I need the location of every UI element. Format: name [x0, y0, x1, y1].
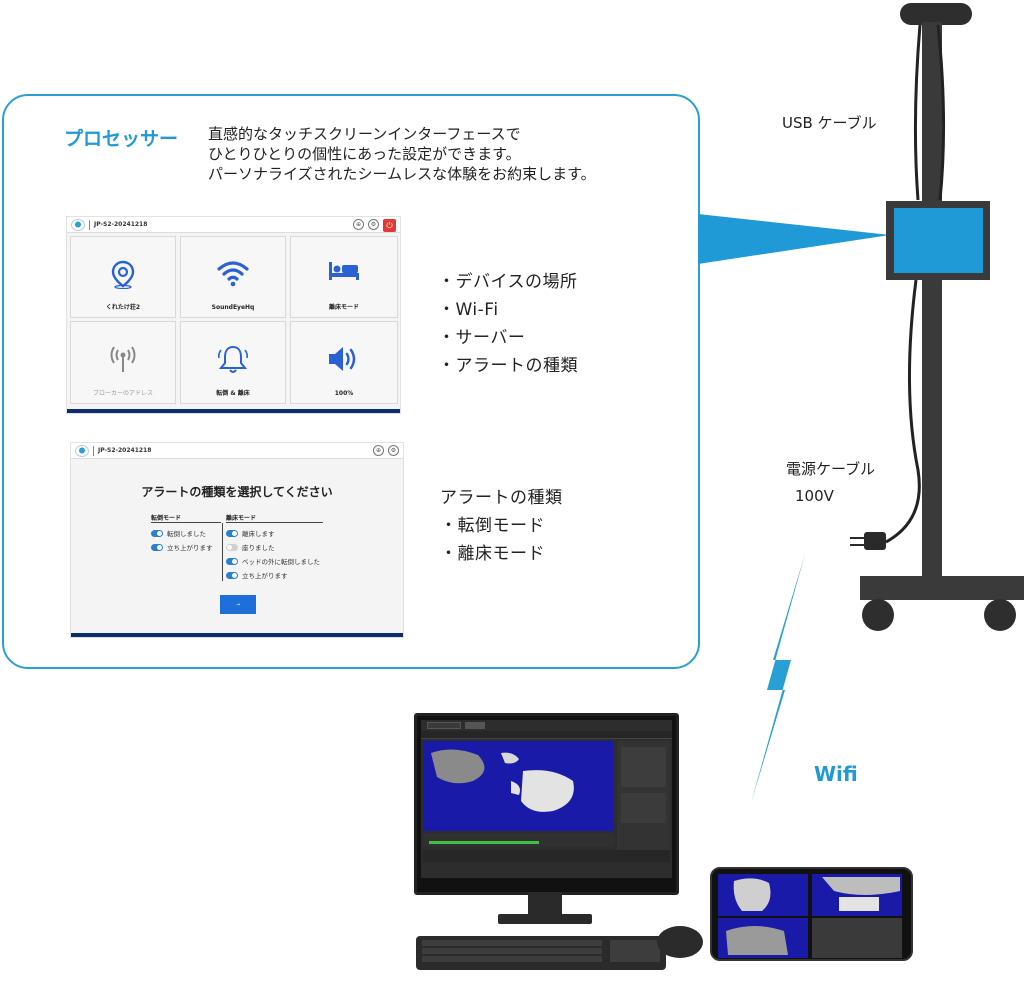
bed-mode-header: 離床モード — [226, 515, 257, 522]
alert-type-title: アラートの種類を選択してください — [141, 485, 333, 499]
alert-type-list: アラートの種類 ・転倒モード ・離床モード — [440, 484, 563, 568]
tile-wifi-label: SoundEyeHq — [211, 304, 255, 311]
confirm-button[interactable]: → — [220, 595, 256, 614]
map-pin-icon — [111, 260, 135, 289]
monitor-timeline[interactable] — [423, 833, 613, 847]
tile-location-label: くれたけ荘2 — [105, 304, 141, 311]
globe-icon[interactable]: ⊕ — [353, 219, 364, 230]
usb-cable-label: USB ケーブル — [782, 114, 877, 132]
toggle-switch[interactable] — [226, 557, 238, 565]
tile-broker-label: ブローカーのアドレス — [92, 390, 153, 397]
monitor-video-feed — [423, 741, 613, 831]
globe-icon[interactable]: ⊕ — [373, 445, 384, 456]
smartphone — [710, 867, 913, 961]
feature-item: ・Wi-Fi — [438, 300, 499, 320]
alert-list-heading: アラートの種類 — [440, 488, 563, 508]
bed-option-sat-up[interactable]: 座りました — [226, 542, 275, 552]
device-id: JP-S2-20241218 — [94, 221, 148, 228]
monitor-tab[interactable] — [427, 722, 461, 729]
fall-mode-header: 転倒モード — [151, 515, 182, 522]
tile-alert-label: 転倒 & 離床 — [216, 390, 250, 397]
tile-alert-type[interactable]: 転倒 & 離床 — [180, 321, 286, 404]
bed-option-leaving[interactable]: 離床します — [226, 528, 275, 538]
wifi-icon — [217, 261, 249, 287]
settings-screen: JP-S2-20241218 ⊕ ⚙ ⏻ くれたけ荘2 SoundEyeHq — [66, 216, 401, 414]
toggle-switch[interactable] — [226, 571, 238, 579]
feature-item: ・デバイスの場所 — [438, 272, 578, 292]
device-stand — [850, 3, 1024, 631]
soundeye-logo — [75, 444, 89, 457]
wifi-label: Wifi — [814, 762, 858, 786]
screen-topbar: JP-S2-20241218 ⊕ ⚙ — [71, 443, 403, 459]
bed-icon — [329, 262, 359, 280]
monitor-app-screen — [421, 720, 672, 878]
processor-title: プロセッサー — [64, 128, 179, 150]
toggle-switch[interactable] — [151, 543, 163, 551]
mouse — [657, 926, 703, 958]
tile-wifi[interactable]: SoundEyeHq — [180, 236, 286, 318]
bed-option-fell-outside[interactable]: ベッドの外に転倒しました — [226, 556, 320, 566]
bell-icon — [217, 345, 249, 373]
settings-icon[interactable]: ⚙ — [388, 445, 399, 456]
callout-pointer — [698, 214, 890, 264]
alert-list-item: ・転倒モード — [440, 516, 545, 536]
tile-broker-address[interactable]: ブローカーのアドレス — [70, 321, 176, 404]
screen-topbar: JP-S2-20241218 ⊕ ⚙ ⏻ — [67, 217, 400, 233]
fall-option-fallen[interactable]: 転倒しました — [151, 528, 206, 538]
broadcast-icon — [110, 346, 136, 372]
tile-bed-mode[interactable]: 離床モード — [290, 236, 398, 318]
toggle-switch[interactable] — [226, 529, 238, 537]
monitor-status-bar — [423, 850, 670, 862]
monitor-stand — [498, 892, 592, 924]
screen-bottom-bar — [67, 409, 400, 413]
power-icon[interactable]: ⏻ — [383, 219, 396, 232]
power-cable-label: 電源ケーブル — [786, 460, 876, 478]
settings-icon[interactable]: ⚙ — [368, 219, 379, 230]
speaker-icon — [329, 347, 356, 371]
soundeye-logo — [71, 218, 85, 231]
monitor-side-panel — [617, 741, 670, 859]
device-id: JP-S2-20241218 — [98, 447, 152, 454]
toggle-switch[interactable] — [226, 543, 238, 551]
monitor-tab[interactable] — [465, 722, 485, 729]
feature-item: ・アラートの種類 — [438, 356, 578, 376]
monitor — [414, 713, 679, 895]
screen-bottom-bar — [71, 633, 403, 637]
features-list: ・デバイスの場所 ・Wi-Fi ・サーバー ・アラートの種類 — [438, 268, 578, 380]
voltage-label: 100V — [795, 487, 834, 505]
keyboard — [416, 936, 666, 970]
alert-list-item: ・離床モード — [440, 544, 545, 564]
wireless-bolt-icon — [751, 554, 805, 803]
toggle-switch[interactable] — [151, 529, 163, 537]
bed-option-standing[interactable]: 立ち上がります — [226, 570, 288, 580]
fall-option-standing[interactable]: 立ち上がります — [151, 542, 213, 552]
tile-volume[interactable]: 100% — [290, 321, 398, 404]
alert-type-screen: JP-S2-20241218 ⊕ ⚙ アラートの種類を選択してください 転倒モー… — [70, 442, 404, 638]
processor-description: 直感的なタッチスクリーンインターフェースで ひとりひとりの個性にあった設定ができ… — [208, 125, 596, 183]
tile-volume-label: 100% — [334, 390, 354, 397]
feature-item: ・サーバー — [438, 328, 526, 348]
tile-bed-mode-label: 離床モード — [328, 304, 359, 311]
tile-location[interactable]: くれたけ荘2 — [70, 236, 176, 318]
